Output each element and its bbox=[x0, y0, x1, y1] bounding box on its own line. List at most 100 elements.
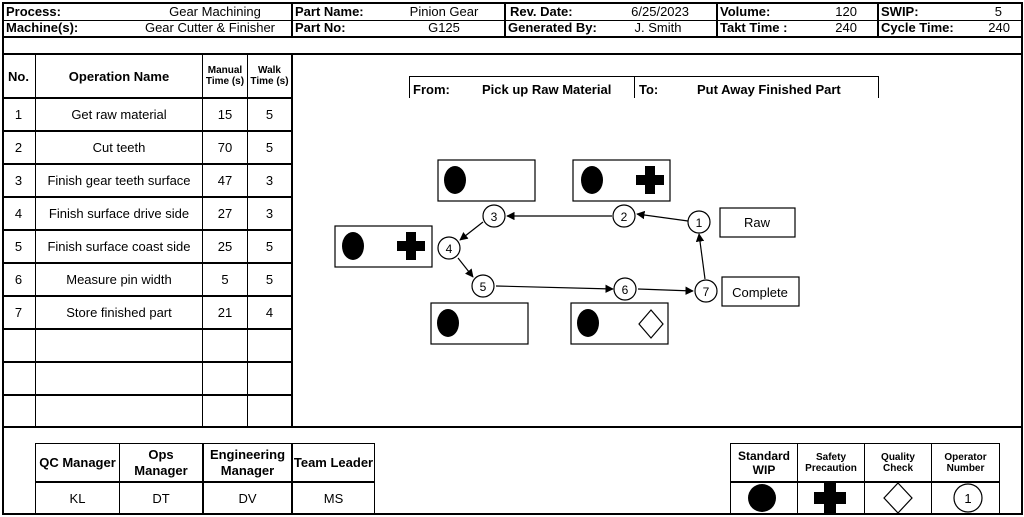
operation-row-number: 6 bbox=[14, 271, 23, 287]
safety-cross-icon bbox=[636, 166, 664, 194]
part-name-value: Pinion Gear bbox=[409, 4, 479, 19]
machines-label: Machine(s): bbox=[6, 20, 79, 35]
cycle-time-value: 240 bbox=[988, 20, 1010, 35]
part-no-value: G125 bbox=[428, 20, 460, 35]
ops-manager-value: DT bbox=[152, 490, 170, 506]
standard-wip-icon bbox=[342, 232, 364, 260]
generated-by-label: Generated By: bbox=[508, 20, 597, 35]
machines-value: Gear Cutter & Finisher bbox=[144, 20, 276, 35]
operation-row-walk-time: 5 bbox=[265, 139, 274, 155]
team-leader-value: MS bbox=[323, 490, 344, 506]
station-box-left bbox=[334, 225, 433, 268]
operation-row-manual-time: 15 bbox=[217, 106, 233, 122]
operation-row-walk-time: 5 bbox=[265, 238, 274, 254]
operation-row-name: Get raw material bbox=[71, 106, 167, 122]
complete-box bbox=[721, 276, 800, 307]
legend-operator-number: 1 bbox=[964, 491, 971, 506]
operation-row-name: Cut teeth bbox=[92, 139, 146, 155]
col-header-walk-time: Walk Time (s) bbox=[250, 65, 289, 87]
raw-label: Raw bbox=[744, 215, 771, 230]
cycle-time-label: Cycle Time: bbox=[881, 20, 954, 35]
operation-row-manual-time: 70 bbox=[217, 139, 233, 155]
svg-text:3: 3 bbox=[491, 210, 498, 224]
volume-value: 120 bbox=[835, 4, 857, 19]
legend-safety-label: Safety Precaution bbox=[805, 451, 857, 474]
operation-row-manual-time: 27 bbox=[217, 205, 233, 221]
step-circle-7: 7 bbox=[694, 279, 718, 303]
standard-wip-icon bbox=[437, 309, 459, 337]
operation-row-manual-time: 5 bbox=[221, 271, 229, 287]
operation-row-manual-time: 25 bbox=[217, 238, 233, 254]
station-box-bottom-left bbox=[430, 302, 529, 345]
quality-diamond-icon bbox=[638, 309, 664, 339]
to-value: Put Away Finished Part bbox=[697, 82, 841, 97]
volume-label: Volume: bbox=[720, 4, 771, 19]
operation-row-manual-time: 21 bbox=[217, 304, 233, 320]
operation-row-number: 5 bbox=[14, 238, 23, 254]
generated-by-value: J. Smith bbox=[634, 20, 682, 35]
rev-date-label: Rev. Date: bbox=[510, 4, 573, 19]
step-circle-6: 6 bbox=[613, 277, 637, 301]
station-box-top-left bbox=[437, 159, 536, 202]
col-header-no: No. bbox=[8, 68, 29, 84]
step-circle-3: 3 bbox=[482, 204, 506, 228]
operation-row-number: 2 bbox=[14, 139, 23, 155]
process-value: Gear Machining bbox=[169, 4, 261, 19]
flow-arrows bbox=[457, 210, 706, 295]
complete-label: Complete bbox=[732, 285, 788, 300]
legend-quality-label: Quality Check bbox=[881, 451, 915, 474]
engineering-manager-value: DV bbox=[238, 490, 257, 506]
operation-row-name: Measure pin width bbox=[66, 271, 172, 287]
team-leader-label: Team Leader bbox=[293, 454, 374, 470]
svg-text:5: 5 bbox=[480, 280, 487, 294]
col-header-manual-time: Manual Time (s) bbox=[205, 65, 245, 87]
station-box-bottom-right bbox=[570, 302, 669, 345]
qc-manager-value: KL bbox=[69, 490, 86, 506]
operation-row-name: Finish surface coast side bbox=[47, 238, 191, 254]
operation-row-manual-time: 47 bbox=[217, 172, 233, 188]
step-circle-4: 4 bbox=[437, 236, 461, 260]
engineering-manager-label: Engineering Manager bbox=[209, 446, 286, 478]
legend-operator-circle-icon bbox=[953, 483, 983, 513]
qc-manager-label: QC Manager bbox=[39, 455, 116, 470]
safety-cross-icon bbox=[397, 232, 425, 260]
takt-time-value: 240 bbox=[835, 20, 857, 35]
svg-text:1: 1 bbox=[696, 216, 703, 230]
to-label: To: bbox=[639, 82, 659, 97]
legend-safety-cross-icon bbox=[814, 482, 846, 514]
step-circle-1: 1 bbox=[687, 210, 711, 234]
operation-row-number: 3 bbox=[14, 172, 23, 188]
raw-box bbox=[719, 207, 796, 238]
operation-row-name: Store finished part bbox=[66, 304, 172, 320]
legend-wip-icon bbox=[748, 484, 776, 512]
operation-row-number: 7 bbox=[14, 304, 23, 320]
step-circle-2: 2 bbox=[612, 204, 636, 228]
from-label: From: bbox=[413, 82, 450, 97]
takt-time-label: Takt Time : bbox=[720, 20, 788, 35]
legend-quality-diamond-icon bbox=[883, 482, 913, 514]
operation-row-walk-time: 4 bbox=[265, 304, 274, 320]
part-no-label: Part No: bbox=[295, 20, 346, 35]
legend-operator-label: Operator Number bbox=[944, 451, 987, 474]
ops-manager-label: Ops Manager bbox=[134, 446, 188, 478]
col-header-operation: Operation Name bbox=[68, 68, 170, 84]
operation-row-name: Finish gear teeth surface bbox=[47, 172, 191, 188]
svg-text:2: 2 bbox=[621, 210, 628, 224]
rev-date-value: 6/25/2023 bbox=[631, 4, 689, 19]
svg-text:4: 4 bbox=[446, 242, 453, 256]
station-box-top-right bbox=[572, 159, 671, 202]
standard-wip-icon bbox=[581, 166, 603, 194]
standard-wip-icon bbox=[577, 309, 599, 337]
operation-row-name: Finish surface drive side bbox=[48, 205, 190, 221]
standard-wip-icon bbox=[444, 166, 466, 194]
swip-value: 5 bbox=[994, 4, 1002, 19]
step-circle-5: 5 bbox=[471, 274, 495, 298]
operation-row-walk-time: 5 bbox=[265, 106, 274, 122]
process-label: Process: bbox=[6, 4, 61, 19]
operation-row-walk-time: 3 bbox=[265, 172, 274, 188]
operation-row-number: 4 bbox=[14, 205, 23, 221]
legend-standard-wip-label: Standard WIP bbox=[737, 448, 790, 477]
operation-row-number: 1 bbox=[14, 106, 23, 122]
